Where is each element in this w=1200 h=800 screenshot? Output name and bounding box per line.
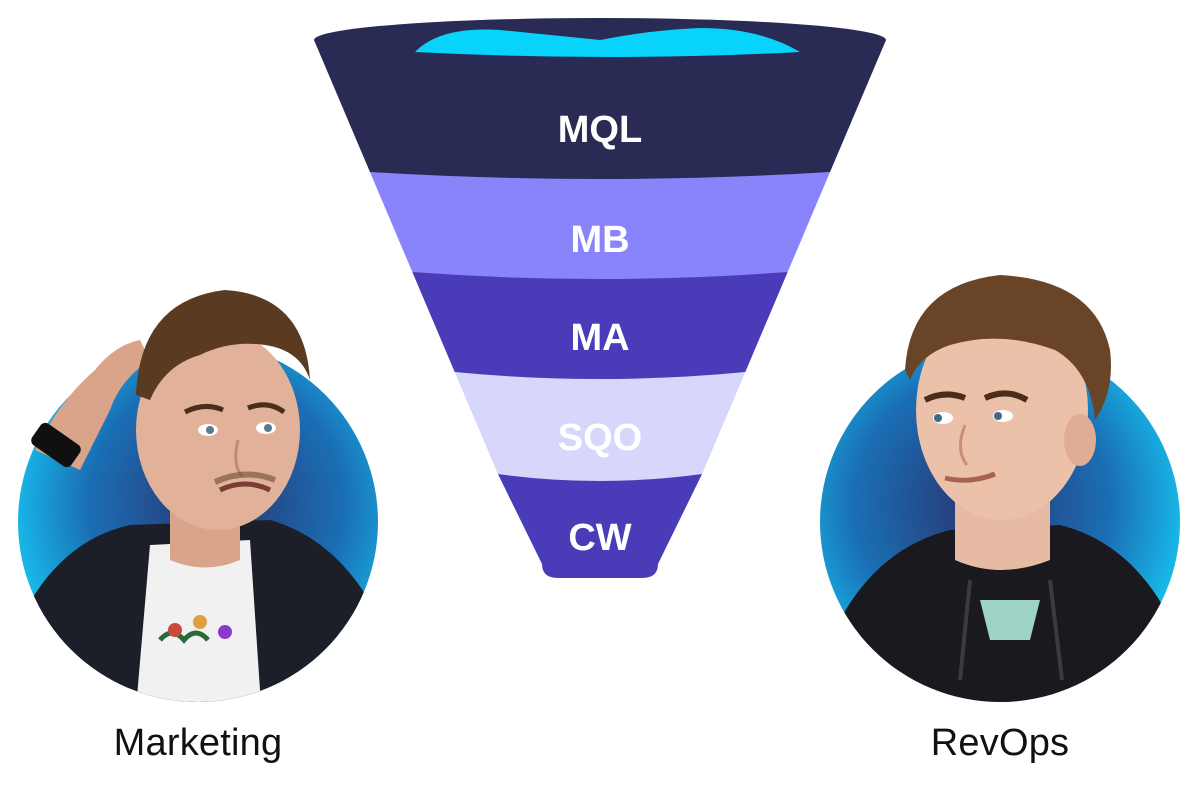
funnel-stage-ma	[412, 272, 788, 386]
revops-face	[916, 300, 1088, 520]
marketing-person	[20, 500, 378, 702]
funnel-label-mql: MQL	[558, 109, 642, 151]
funnel-stage-mql	[314, 29, 886, 186]
revops-label: RevOps	[930, 722, 1070, 764]
funnel-label-mb: MB	[570, 219, 629, 261]
revops-hair	[905, 275, 1111, 420]
watch-icon	[31, 422, 81, 468]
marketing-hair	[136, 290, 310, 400]
marketing-portrait	[18, 290, 378, 702]
marketing-label: Marketing	[113, 722, 283, 764]
funnel-stage-sqo	[454, 372, 746, 488]
funnel-stage-mb	[369, 172, 831, 286]
funnel-liquid	[415, 28, 800, 57]
revops-portrait	[820, 275, 1180, 702]
funnel-label-ma: MA	[570, 317, 629, 359]
funnel-stage-cw	[497, 474, 703, 578]
funnel-label-cw: CW	[568, 517, 631, 559]
funnel: MQL MB MA SQO CW	[314, 18, 886, 578]
revops-person	[830, 480, 1180, 702]
funnel-label-sqo: SQO	[558, 417, 642, 459]
